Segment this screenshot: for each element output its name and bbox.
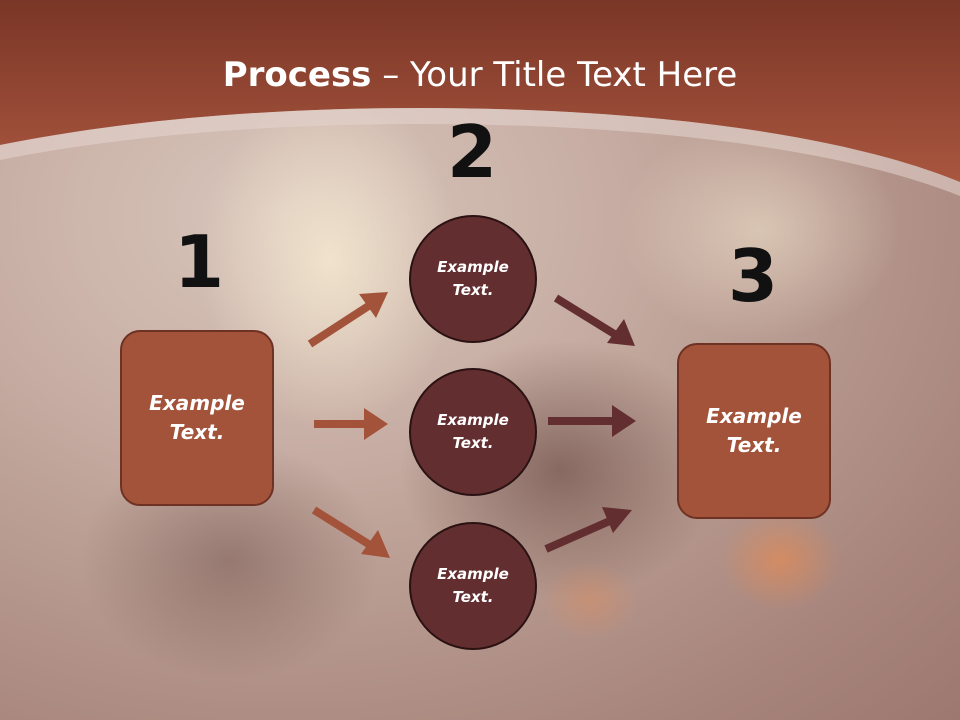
arrow-from-top-circle	[553, 294, 635, 346]
step-3-box: Example Text.	[677, 343, 831, 519]
step-2-label-middle: Example Text.	[437, 411, 509, 452]
slide-title: Process – Your Title Text Here	[0, 55, 960, 95]
arrow-from-bottom-circle	[544, 507, 632, 553]
arrow-to-middle-circle	[314, 408, 388, 440]
step-2-circle-middle: Example Text.	[409, 368, 537, 496]
step-2-circle-top: Example Text.	[409, 215, 537, 343]
header-band	[0, 0, 960, 196]
step-1-label: Example Text.	[149, 391, 245, 444]
step-3-label: Example Text.	[706, 404, 802, 457]
step-3-number: 3	[727, 234, 779, 318]
arrow-to-bottom-circle	[311, 506, 390, 558]
step-2-number: 2	[446, 110, 498, 194]
step-2-label-bottom: Example Text.	[437, 565, 509, 606]
step-1-box: Example Text.	[120, 330, 274, 506]
title-bold: Process	[222, 55, 372, 95]
step-2-label-top: Example Text.	[437, 258, 509, 299]
arrow-from-middle-circle	[548, 405, 636, 437]
arrow-to-top-circle	[307, 292, 388, 348]
title-rest: – Your Title Text Here	[371, 55, 738, 95]
step-1-number: 1	[173, 220, 225, 304]
step-2-circle-bottom: Example Text.	[409, 522, 537, 650]
